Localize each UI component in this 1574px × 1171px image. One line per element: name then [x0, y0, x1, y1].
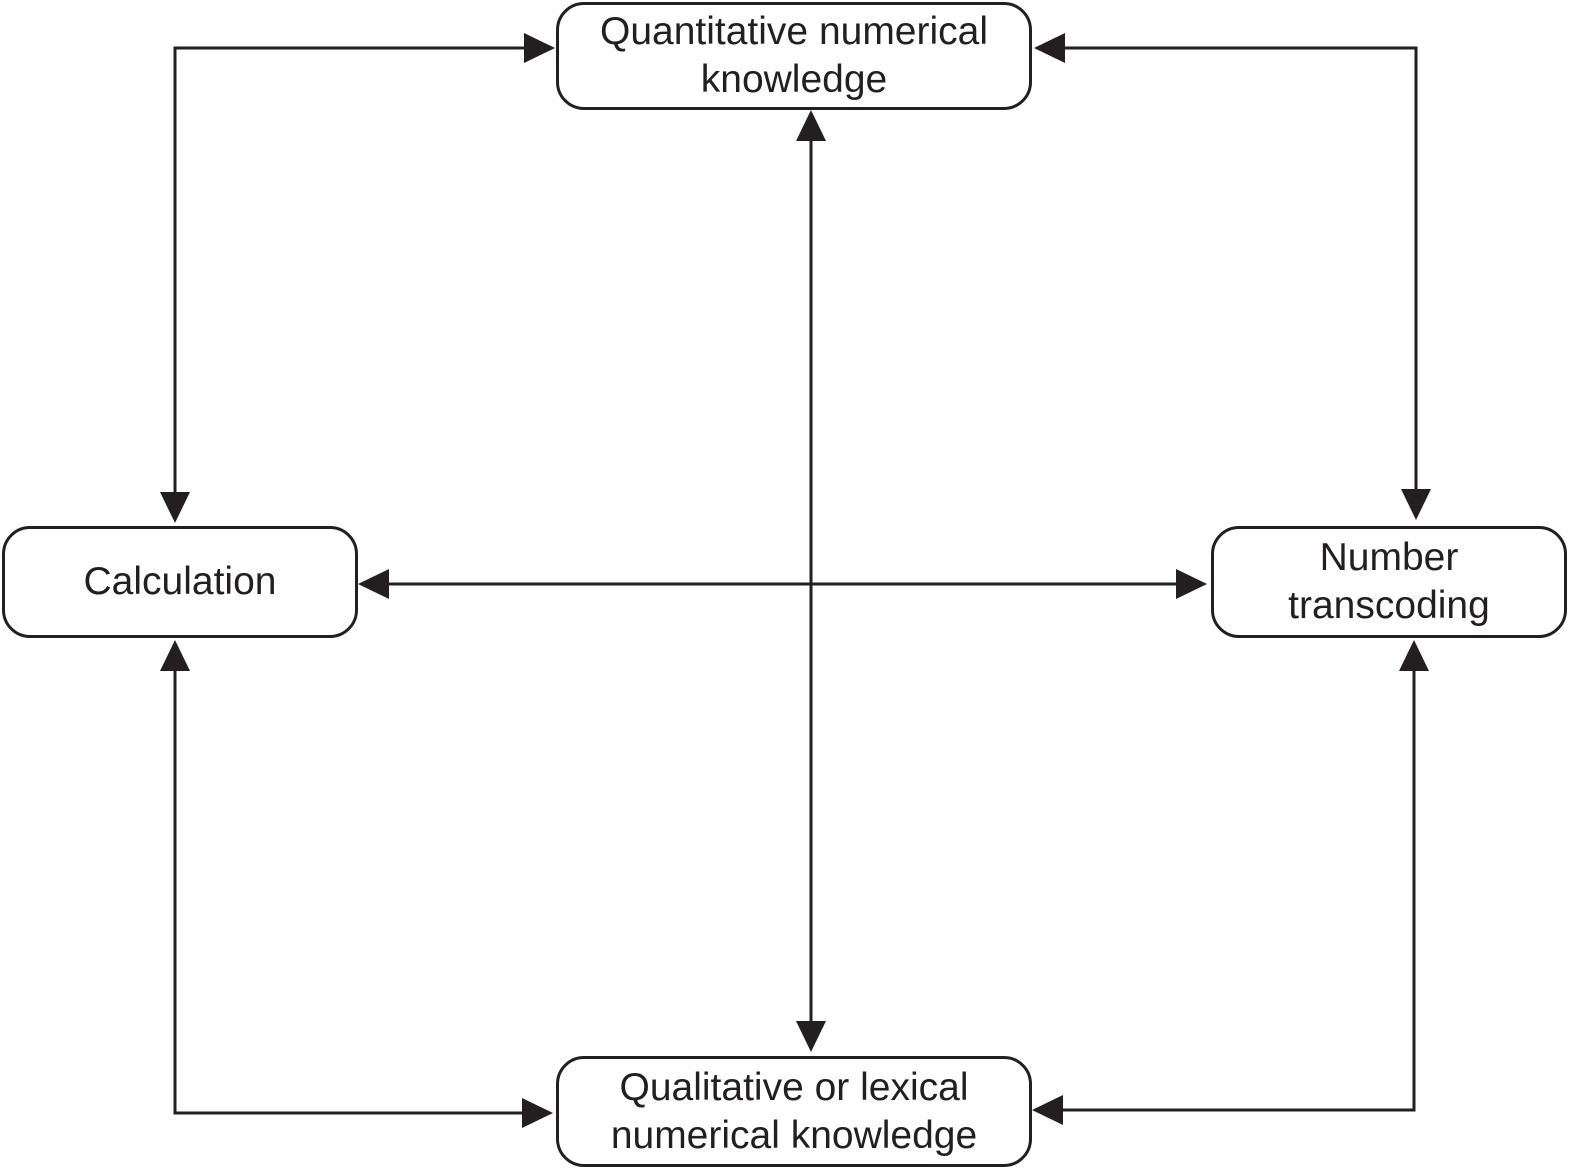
node-quantitative-numerical-knowledge: Quantitative numerical knowledge [556, 2, 1032, 110]
arrowhead-into-quantitative-right [1034, 33, 1065, 63]
node-qualitative-label-line1: Qualitative or lexical [619, 1065, 969, 1109]
arrowhead-into-qualitative-right [1032, 1095, 1063, 1125]
node-number-transcoding: Number transcoding [1211, 526, 1567, 638]
arrowhead-into-qualitative-top [796, 1021, 826, 1052]
node-qualitative-label-line2: numerical knowledge [610, 1113, 978, 1157]
arrowhead-into-quantitative-left [524, 33, 555, 63]
arrowhead-into-calculation-top [160, 492, 190, 523]
arrowhead-into-quantitative-bottom [796, 110, 826, 141]
arrowhead-into-transcoding-left [1176, 569, 1207, 599]
node-transcoding-label-line2: transcoding [1288, 584, 1490, 627]
node-calculation: Calculation [2, 526, 358, 638]
arrowhead-into-calculation-bottom [160, 640, 190, 671]
node-calculation-label: Calculation [83, 560, 277, 603]
arrowhead-into-calculation-right [358, 569, 389, 599]
node-quantitative-label-line2: knowledge [700, 58, 888, 101]
node-qualitative-lexical-numerical-knowledge: Qualitative or lexical numerical knowled… [556, 1056, 1032, 1167]
arrowhead-into-transcoding-bottom [1399, 640, 1429, 671]
node-transcoding-label-line1: Number [1319, 536, 1459, 579]
connector-quantitative-transcoding [1062, 46, 1418, 492]
connector-calculation-quantitative [173, 46, 527, 495]
arrowhead-into-qualitative-left [522, 1098, 553, 1128]
connector-calculation-qualitative [173, 668, 525, 1115]
connector-transcoding-qualitative [1060, 668, 1416, 1112]
arrowhead-into-transcoding-top [1401, 489, 1431, 520]
node-quantitative-label-line1: Quantitative numerical [599, 10, 989, 53]
